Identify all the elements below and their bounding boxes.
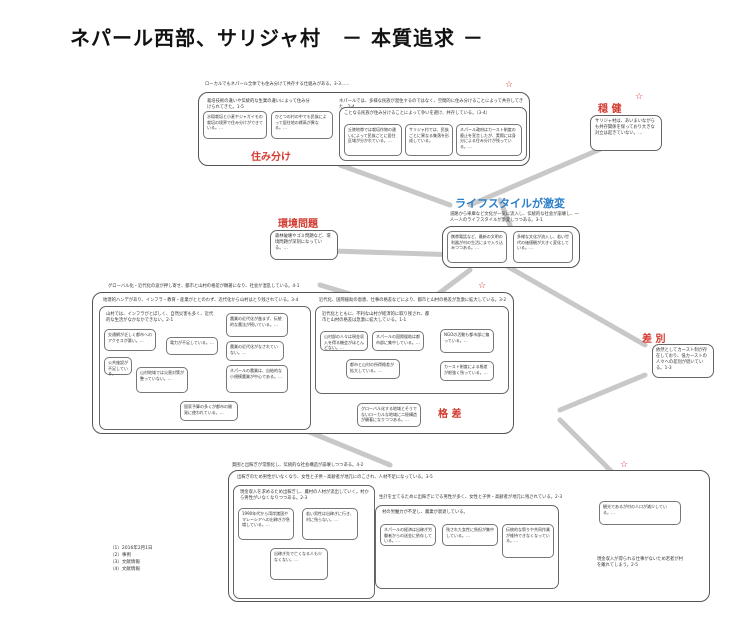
- sakai-left-sub: 山村では、インフラがとぼしく、自然災害も多く、近代的な生活がなかなかできない。2…: [106, 312, 214, 323]
- sakai-mid-group: 近代化とともに、不利な山村が経済的に取り残され、都市と山村の格差は急激に拡大して…: [315, 306, 509, 394]
- sakai-r4: 国家予算の多くが都市の開発に使われている。…: [180, 401, 238, 421]
- star-mark: ☆: [478, 281, 487, 291]
- sakai-label: 格 差: [438, 409, 462, 420]
- houkai-left-lead: 現金収入を求めるため出稼ぎし、農村の人材が流出していく。村から男性がいなくなりつ…: [240, 490, 369, 501]
- houkai-c1: ネパールの経済は出稼ぎ労働者からの送金に依存している。…: [380, 524, 436, 546]
- sumiwake-label: 住み分け: [251, 152, 291, 163]
- lifestyle-group: 携帯電話など、最新の文明の利器が村の生活にまで入り込みつつある。… 多様な文化が…: [442, 226, 580, 268]
- footnote-3: （3）文献情報: [110, 560, 140, 565]
- footnote-2: （2）事例: [110, 553, 131, 558]
- sakai-mid-lead: 近代化、国際援助の恩恵、仕事の格差などにより、都市と山村の格差が急激に拡大してい…: [319, 298, 507, 303]
- sakai-l3: 山村地域では災害対策が整っていない。…: [136, 367, 188, 393]
- houkai-sub: 出稼ぎのため男性がいなくなり、女性と子供・高齢者が地元にのこされ、人材不足になっ…: [237, 475, 433, 480]
- lifestyle-box-b: 多様な文化が流入し、若い世代の価値観が大きく変化している。…: [513, 231, 573, 263]
- footnotes: （1）2016年2月1日 （2）事例 （3）文献情報 （4）文献情報: [110, 545, 153, 573]
- kankyo-label: 環境問題: [278, 219, 318, 230]
- houkai-b3: 出稼ぎ先で亡くなる人も少なくない。…: [270, 548, 328, 580]
- houkai-group: 出稼ぎのため男性がいなくなり、女性と子供・高齢者が地元にのこされ、人材不足になっ…: [228, 470, 710, 602]
- star-mark: ☆: [635, 92, 644, 102]
- sakai-m4: カースト制度による格差が根強く残っている。…: [440, 361, 494, 381]
- sumiwake-box-d: サリジャ村では、民族ごとに異なる集落を形成している。: [405, 124, 453, 156]
- sakai-r1: 農業の近代化が進まず、伝統的な農法が続いている。…: [226, 313, 288, 337]
- houkai-left-group: 現金収入を求めるため出稼ぎし、農村の人材が流出していく。村から男性がいなくなりつ…: [233, 485, 375, 599]
- sumiwake-box-e: ネパール政府はカースト制度の廃止を宣言したが、実際には身分による住み分けが残って…: [456, 124, 522, 156]
- sakai-l1: 交通網が乏しく都市へのアクセスが悪い。…: [104, 329, 156, 351]
- sakai-m1: 山村部の人々は現金収入を得る機会がほとんどない。…: [320, 331, 368, 351]
- houkai-right-box: 観光であるが村の人口が減少している。…: [599, 501, 681, 525]
- sumiwake-box-a: 水稲栽培と小麦やジャガイモの栽培の境界で住み分けができている。…: [203, 111, 267, 139]
- houkai-mid-group: 村の労働力が不足し、農業が衰退している。 ネパールの経済は出稼ぎ労働者からの送金…: [375, 505, 559, 589]
- footnote-4: （4）文献情報: [110, 567, 140, 572]
- sabetsu-text: 依然としてカースト制が存在しており、低カーストの人々への差別が続いている。1-3: [656, 348, 708, 371]
- sakai-m3: 都市と山村の所得格差が拡大している。…: [346, 359, 400, 379]
- anken-label: 穏 健: [598, 104, 622, 115]
- sabetsu-label: 差 別: [642, 334, 666, 345]
- sumiwake-left-inner: 栽培技術の違いや伝統的な生業の違いによって住み分けられてきた。1-5: [207, 99, 310, 110]
- houkai-mid-lead: 生計を立てるために出稼ぎにでる男性が多く、女性と子供・高齢者が地元に残されている…: [379, 495, 563, 500]
- sakai-bottom: グローバル化する地域とそうでないローカルな地域に二極構造が顕著になりつつある。…: [357, 403, 421, 427]
- lifestyle-box-a: 携帯電話など、最新の文明の利器が村の生活にまで入り込みつつある。…: [447, 231, 507, 263]
- sabetsu-box: 依然としてカースト制が存在しており、低カーストの人々への差別が続いている。1-3: [652, 344, 714, 378]
- houkai-c2: 残された女性に負担が集中している。…: [442, 524, 498, 546]
- star-mark: ☆: [505, 80, 514, 90]
- sumiwake-box-c: 丘陵地帯では栽培作物の違いによって民族ごとに居住区域が分かれている。…: [344, 124, 402, 156]
- sakai-m2: ネパールの国際援助は都市部に集中している。…: [372, 331, 424, 351]
- anken-text: サリジャ村は、あいまいながらも共存関係を保っており大きな対立は起きていない。…: [595, 119, 655, 136]
- kankyo-text: 森林破壊やゴミ問題など、環境問題が深刻になっている。…: [275, 234, 331, 251]
- sumiwake-right-group: ことなる民族が住み分けることによって争いを避け、共存している。（3-4） 丘陵地…: [339, 107, 527, 161]
- sakai-l4: 公共施設が不足している。…: [104, 357, 132, 376]
- sakai-m5: NGOの活動も都市部に偏っている。…: [440, 329, 494, 353]
- lifestyle-label: ライフスタイルが激変: [455, 197, 565, 210]
- houkai-right-bottom: 現金収入が得られる仕事がないため若者が村を離れてしまう。2-5: [597, 557, 683, 568]
- star-mark: ☆: [620, 460, 629, 470]
- sakai-left-group: 山村では、インフラがとぼしく、自然災害も多く、近代的な生活がなかなかできない。2…: [99, 306, 311, 430]
- sakai-mid-sub: 近代化とともに、不利な山村が経済的に取り残され、都市と山村の格差は急激に拡大して…: [322, 312, 430, 323]
- footnote-1: （1）2016年2月1日: [110, 546, 153, 551]
- top-header-text: ローカルでもネパール全体でも住み分けて共存する仕組みがある。3-3……: [205, 82, 350, 87]
- sakai-l2: 電力が不足している。…: [166, 337, 218, 355]
- lifestyle-lead: 道路から車庫など文化が一気に流入し、伝統的な社会が崩壊し、一人一人のライフスタイ…: [450, 212, 579, 223]
- page-title: ネパール西部、サリジャ村 － 本質追求 －: [70, 26, 484, 50]
- sumiwake-group: 栽培技術の違いや伝統的な生業の違いによって住み分けられてきた。1-5 水稲栽培と…: [198, 92, 530, 166]
- sakai-top: グローバル化・近代化の波が押し寄せ、都市と山村の格差が顕著になり、社会が混乱して…: [108, 284, 300, 289]
- houkai-b2: 若い男性は出稼ぎに行き、村に残らない。…: [302, 508, 358, 540]
- anken-box: サリジャ村は、あいまいながらも共存関係を保っており大きな対立は起きていない。…: [590, 115, 662, 151]
- houkai-c3: 伝統的な祭りや共同作業が維持できなくなっている。…: [502, 524, 554, 558]
- houkai-mid-sub: 村の労働力が不足し、農業が衰退している。: [382, 510, 468, 515]
- sumiwake-sub-lead: ことなる民族が住み分けることによって争いを避け、共存している。（3-4）: [344, 111, 490, 116]
- kankyo-box: 森林破壊やゴミ問題など、環境問題が深刻になっている。…: [270, 230, 338, 260]
- sakai-r3: ネパールの農業は、自給的な小規模農業が中心である。…: [226, 365, 288, 393]
- sumiwake-box-b: ひとつの村の中でも民族によって居住地の標高が異なる。…: [271, 111, 333, 139]
- houkai-lead: 貧困と出稼ぎが常態化し、伝統的な社会構造が崩壊しつつある。4-2: [232, 463, 364, 468]
- sakai-left-lead: 地理的ハンデがあり、インフラ・教育・産業がととのわず、近代化から山村はとり残され…: [103, 298, 299, 303]
- houkai-b1: 1990年代から湾岸諸国やマレーシアへの出稼ぎが急増している。…: [238, 508, 294, 540]
- sakai-r2: 農業の近代化がなされていない。…: [226, 341, 284, 361]
- sakai-group: 地理的ハンデがあり、インフラ・教育・産業がととのわず、近代化から山村はとり残され…: [92, 292, 514, 434]
